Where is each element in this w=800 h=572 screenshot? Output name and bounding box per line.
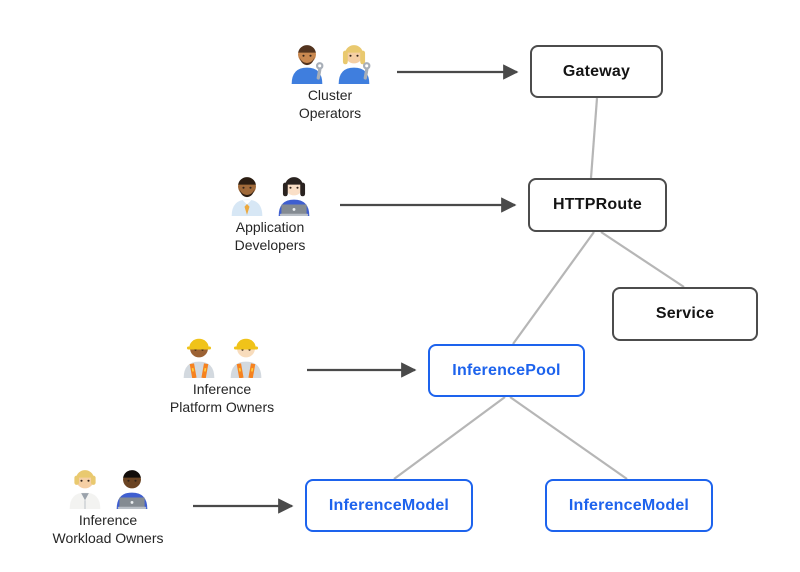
node-inferencemodel-left: InferenceModel [305,479,473,532]
node-inferencemodel-left-label: InferenceModel [328,496,450,514]
node-service-label: Service [655,305,715,322]
woman-construction-worker-icon [178,332,220,378]
node-httproute: HTTPRoute [528,178,667,232]
health-worker-icon [64,463,106,509]
persona-application-developers-icons [185,168,355,216]
persona-cluster-operators: Cluster Operators [245,36,415,123]
persona-inference-workload-owners-label: Inference Workload Owners [52,512,164,547]
node-gateway-label: Gateway [562,62,631,80]
node-inferencemodel-right: InferenceModel [545,479,713,532]
persona-cluster-operators-label: Cluster Operators [298,87,362,122]
persona-cluster-operators-icons [245,36,415,84]
woman-mechanic-icon [333,38,375,84]
persona-inference-workload-owners: Inference Workload Owners [23,461,193,548]
node-inferencepool-label: InferencePool [452,361,561,379]
node-inferencepool: InferencePool [428,344,585,397]
man-technologist-icon [111,463,153,509]
node-gateway: Gateway [530,45,663,98]
woman-technologist-icon [273,170,315,216]
persona-inference-platform-owners-label: Inference Platform Owners [169,381,275,416]
persona-inference-workload-owners-icons [23,461,193,509]
edge-inferencepool-inferencemodel-left [393,396,506,480]
man-office-worker-icon [226,170,268,216]
persona-application-developers: Application Developers [185,168,355,255]
edge-gateway-httproute [589,97,599,179]
man-construction-worker-icon [225,332,267,378]
node-inferencemodel-right-label: InferenceModel [568,496,690,514]
edge-httproute-inferencepool [512,231,595,345]
persona-inference-platform-owners: Inference Platform Owners [137,330,307,417]
man-mechanic-icon [286,38,328,84]
node-service: Service [612,287,758,341]
edge-inferencepool-inferencemodel-right [509,396,628,480]
persona-inference-platform-owners-icons [137,330,307,378]
edge-httproute-service [600,231,685,288]
persona-application-developers-label: Application Developers [234,219,306,254]
node-httproute-label: HTTPRoute [553,196,642,213]
